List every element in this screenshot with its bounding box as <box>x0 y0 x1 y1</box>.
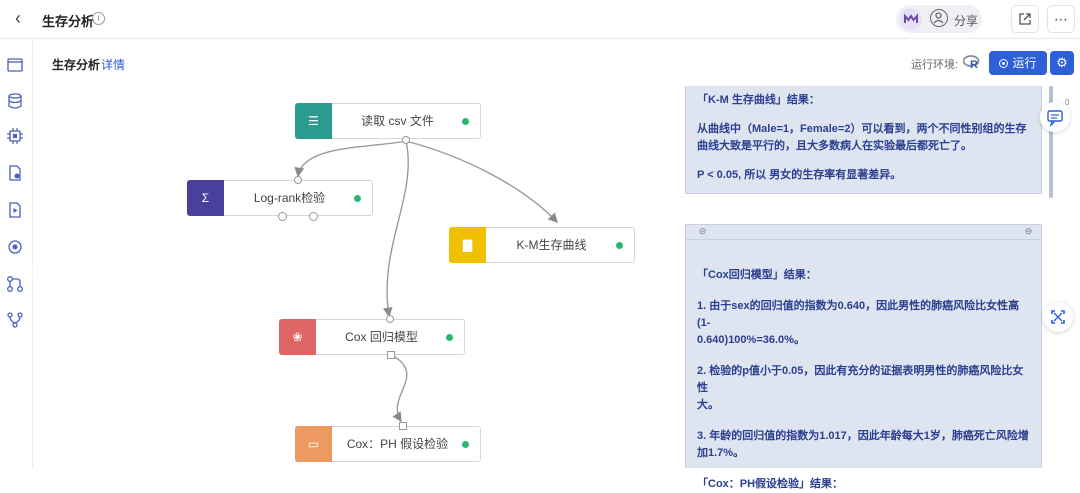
node-km-curve[interactable]: ▇ K-M生存曲线 <box>449 227 635 263</box>
r-language-icon: R <box>962 54 981 71</box>
input-port[interactable] <box>399 422 407 430</box>
result-toolbar: ⊝ ⊖ <box>686 225 1041 240</box>
export-button[interactable] <box>1011 5 1039 33</box>
file-play-icon[interactable] <box>6 201 24 219</box>
edge-csv-cox <box>382 140 409 318</box>
result-line: 曲线大致是平行的，且大多数病人在实验最后都死亡了。 <box>697 140 972 152</box>
app-title: 生存分析 <box>42 14 95 29</box>
detail-link[interactable]: 详情 <box>101 58 126 72</box>
node-cox-model[interactable]: ❀ Cox 回归模型 <box>279 319 465 355</box>
node-label: Cox：PH 假设检验 <box>346 437 449 451</box>
comment-count: 0 <box>1065 98 1070 107</box>
result-line: P < 0.05, 所以 男女的生存率有显著差异。 <box>697 169 902 181</box>
info-icon[interactable]: i <box>92 12 105 25</box>
user-icon[interactable] <box>930 9 948 27</box>
run-icon <box>999 59 1009 68</box>
workflow-canvas[interactable]: ☰ 读取 csv 文件 Σ Log-rank检验 ▇ K-M生存曲线 ❀ Cox… <box>33 86 1080 490</box>
result-line: 3. 年龄的回归值的指数为1.017，因此年龄每大1岁，肺癌死亡风险增 <box>697 430 1029 442</box>
brain-icon: ❀ <box>279 319 316 355</box>
edge-cox-ph <box>391 354 408 423</box>
left-sidebar <box>0 39 33 468</box>
branch-icon[interactable] <box>6 311 24 329</box>
env-label: 运行环境: <box>911 59 959 71</box>
node-label: Log-rank检验 <box>253 191 326 205</box>
back-arrow-icon[interactable]: ‹ <box>15 8 21 28</box>
bar-chart-icon: ▇ <box>449 227 486 263</box>
status-dot <box>446 334 453 341</box>
comment-button[interactable] <box>1040 102 1070 132</box>
status-dot <box>616 242 623 249</box>
input-port[interactable] <box>386 315 394 323</box>
output-port[interactable] <box>402 136 410 144</box>
result-line: 从曲线中（Male=1，Female=2）可以看到，两个不同性别组的生存 <box>697 123 1027 135</box>
result-panel-cox: ⊝ ⊖ 「Cox回归模型」结果： 1. 由于sex的回归值的指数为0.640，因… <box>685 224 1042 490</box>
result-line: 「Cox：PH假设检验」结果： <box>697 478 844 490</box>
database-icon[interactable] <box>6 92 24 110</box>
status-dot <box>354 195 361 202</box>
scrollbar[interactable] <box>1049 86 1053 198</box>
sub-header: 生存分析 详情 运行环境: R 运行 ⚙ <box>33 39 1080 85</box>
share-button[interactable]: 分享 <box>954 14 979 28</box>
result-line: 加1.7%。 <box>697 447 745 459</box>
output-port[interactable] <box>387 351 395 359</box>
node-label: Cox 回归模型 <box>345 330 418 344</box>
output-port[interactable] <box>278 212 287 221</box>
input-port[interactable] <box>294 176 302 184</box>
fit-view-button[interactable] <box>1043 302 1073 332</box>
folder-icon[interactable] <box>6 56 24 74</box>
result-line: 大。 <box>697 399 719 411</box>
trash-icon[interactable]: ⊖ <box>1024 226 1033 236</box>
result-line: 1. 由于sex的回归值的指数为0.640，因此男性的肺癌风险比女性高 (1- <box>697 300 1020 329</box>
result-title: 「Cox回归模型」结果： <box>697 269 817 281</box>
output-port[interactable] <box>309 212 318 221</box>
svg-text:R: R <box>970 59 978 70</box>
table-icon: ☰ <box>295 103 332 139</box>
edge-csv-logrank <box>294 140 407 178</box>
refresh-cycle-icon[interactable] <box>6 238 24 256</box>
sigma-icon: Σ <box>187 180 224 216</box>
result-panel-km: 「K-M 生存曲线」结果： 从曲线中（Male=1，Female=2）可以看到，… <box>685 86 1042 194</box>
page-title: 生存分析 <box>52 58 101 72</box>
edge-csv-km <box>405 140 558 224</box>
connection-lines <box>294 140 558 423</box>
file-user-icon[interactable] <box>6 164 24 182</box>
workflow-icon[interactable] <box>6 275 24 293</box>
node-cox-ph-test[interactable]: ▭ Cox：PH 假设检验 <box>295 426 481 462</box>
run-label: 运行 <box>1012 56 1037 70</box>
node-logrank[interactable]: Σ Log-rank检验 <box>187 180 373 216</box>
chat-box-icon: ▭ <box>295 426 332 462</box>
brand-logo-icon <box>900 8 922 30</box>
run-button[interactable]: 运行 <box>989 51 1047 75</box>
chip-icon[interactable] <box>6 127 24 145</box>
top-bar: ‹ 生存分析 i 分享 ⋯ <box>0 0 1080 39</box>
node-label: 读取 csv 文件 <box>361 114 434 128</box>
status-dot <box>462 118 469 125</box>
result-line: 2. 检验的p值小于0.05，因此有充分的证据表明男性的肺癌风险比女性 <box>697 365 1024 394</box>
collapse-icon[interactable]: ⊝ <box>698 226 707 236</box>
status-dot <box>462 441 469 448</box>
node-label: K-M生存曲线 <box>516 238 587 252</box>
result-text: 「K-M 生存曲线」结果： 从曲线中（Male=1，Female=2）可以看到，… <box>697 92 1031 184</box>
result-text: 「Cox回归模型」结果： 1. 由于sex的回归值的指数为0.640，因此男性的… <box>697 267 1031 493</box>
more-menu-button[interactable]: ⋯ <box>1047 5 1075 33</box>
result-line: 0.640)100%=36.0%。 <box>697 334 805 346</box>
settings-gear-button[interactable]: ⚙ <box>1050 51 1074 75</box>
result-title: 「K-M 生存曲线」结果： <box>697 94 820 106</box>
share-group: 分享 <box>896 5 982 33</box>
node-read-csv[interactable]: ☰ 读取 csv 文件 <box>295 103 481 139</box>
